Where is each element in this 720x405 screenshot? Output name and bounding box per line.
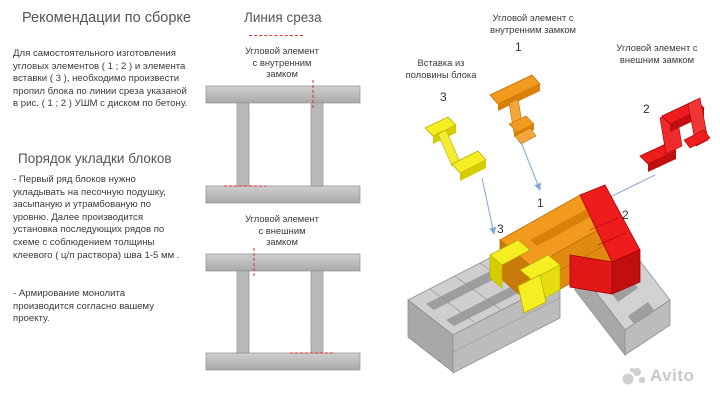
instructions-line: в рис. ( 1 ; 2 ) УШМ с диском по бетону. [13, 98, 188, 110]
cut-line-legend [249, 35, 303, 36]
block-rail-bottom [205, 185, 361, 204]
number-assembled-3: 3 [497, 222, 504, 236]
block-top-view-inner-lock [205, 80, 361, 204]
instructions-line: уровню. Далее производится [13, 211, 144, 223]
label-element-1: Угловой элемент с внутренним замком [489, 12, 577, 35]
element-2-outer-lock [639, 97, 711, 172]
block-post-right [310, 270, 324, 354]
block-rail-bottom [205, 352, 361, 371]
block-rail-top [205, 85, 361, 104]
instructions-line: вставки ( 3 ), необходимо произвести [13, 73, 180, 85]
number-assembled-2: 2 [622, 208, 629, 222]
avito-logo-icon [622, 366, 648, 386]
instructions-line: укладывать на песочную подушку, [13, 186, 166, 198]
instructions-line: проекту. [13, 313, 50, 325]
number-element-2: 2 [643, 102, 650, 116]
block-top-view-outer-lock [205, 248, 361, 371]
instructions-line: установка последующих рядов по [13, 224, 165, 236]
section-title-cut-line: Линия среза [244, 10, 322, 25]
number-element-3: 3 [440, 90, 447, 104]
instructions-line: производится согласно вашему [13, 300, 155, 312]
instructions-line: пропил блока по линии среза указаной [13, 85, 187, 97]
label-element-3: Вставка из половины блока [405, 57, 477, 80]
instructions-cutting: Для самостоятельного изготовления угловы… [13, 48, 213, 111]
section-title-laying-order: Порядок укладки блоков [18, 151, 172, 166]
watermark-text: Avito [650, 366, 695, 385]
block-post-left [236, 102, 250, 187]
block-rail-top [205, 253, 361, 272]
label-element-2: Угловой элемент с внешним замком [616, 42, 698, 65]
element-3-insert [424, 116, 487, 181]
instructions-laying: - Первый ряд блоков нужно укладывать на … [13, 174, 213, 262]
arrow-element-1 [520, 141, 541, 191]
instructions-line: - Армирование монолита [13, 288, 126, 299]
instructions-line: Для самостоятельного изготовления [13, 48, 176, 59]
instructions-line: - Первый ряд блоков нужно [13, 174, 136, 185]
number-assembled-1: 1 [537, 196, 544, 210]
label-inner-lock-corner: Угловой элемент с внутренним замком [245, 45, 319, 79]
number-element-1: 1 [515, 40, 522, 54]
section-title-assembly: Рекомендации по сборке [22, 10, 191, 26]
block-post-right [310, 102, 324, 187]
assembled-wall-isometric [407, 184, 671, 374]
arrow-element-2 [603, 174, 656, 201]
instructions-reinforcement: - Армирование монолита производится согл… [13, 288, 213, 326]
arrow-element-3 [481, 177, 497, 235]
instructions-line: угловых элементов ( 1 ; 2 ) и элемента [13, 60, 186, 72]
block-post-left [236, 270, 250, 354]
instructions-line: засыпаную и утрамбованую по [13, 199, 151, 211]
instructions-line: клеевого ( ц/п раствора) шва 1-5 мм . [13, 249, 180, 261]
element-1-inner-lock [489, 74, 541, 145]
label-outer-lock-corner: Угловой элемент с внешним замком [245, 213, 319, 247]
instructions-line: схеме с соблюдением толщины [13, 236, 155, 248]
